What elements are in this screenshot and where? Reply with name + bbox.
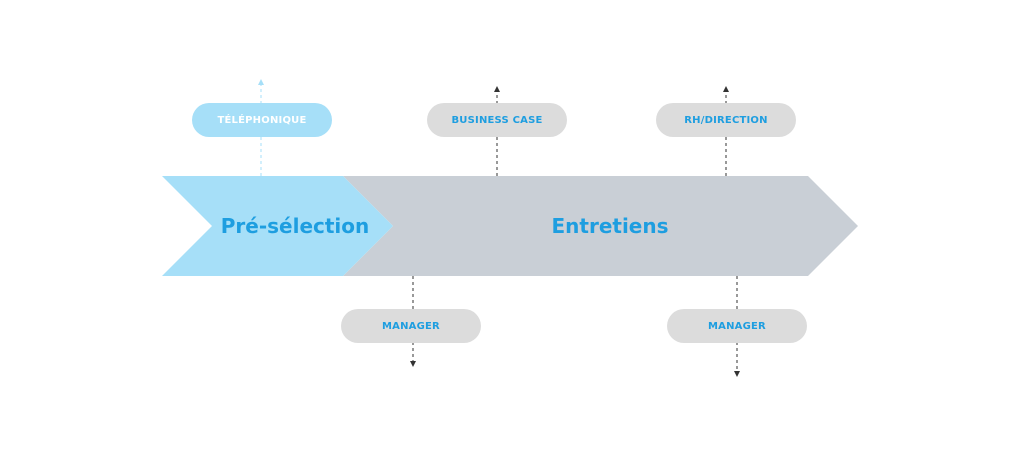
stage-label-entretiens: Entretiens <box>551 214 669 238</box>
step-pill-rh-direction: RH/DIRECTION <box>656 103 796 137</box>
step-pill-manager-2: MANAGER <box>667 309 807 343</box>
preselection-chevron-shape <box>162 176 393 276</box>
entretiens-arrow-shape <box>343 176 858 276</box>
step-pill-manager-1: MANAGER <box>341 309 481 343</box>
stage-label-preselection: Pré-sélection <box>220 214 370 238</box>
step-pill-telephonique: TÉLÉPHONIQUE <box>192 103 332 137</box>
step-pill-business-case: BUSINESS CASE <box>427 103 567 137</box>
